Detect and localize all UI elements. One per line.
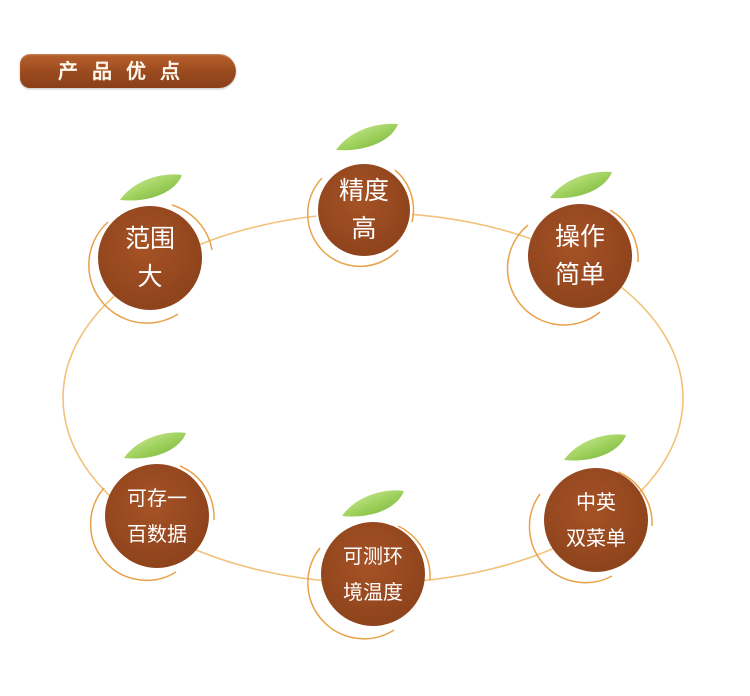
leaf-icon bbox=[564, 434, 626, 461]
header-banner: 产品优点 bbox=[20, 54, 236, 88]
node-storage bbox=[89, 432, 215, 582]
node-precision bbox=[306, 123, 415, 268]
node-range bbox=[88, 174, 213, 324]
leaf-icon bbox=[120, 174, 182, 201]
leaf-icon bbox=[124, 432, 186, 459]
leaf-icon bbox=[550, 171, 612, 199]
leaf-icon bbox=[336, 123, 398, 151]
node-menu bbox=[528, 434, 653, 584]
page-title: 产品优点 bbox=[58, 59, 194, 83]
node-temperature bbox=[307, 490, 431, 640]
leaf-icon bbox=[342, 490, 404, 517]
node-operation bbox=[506, 171, 639, 326]
